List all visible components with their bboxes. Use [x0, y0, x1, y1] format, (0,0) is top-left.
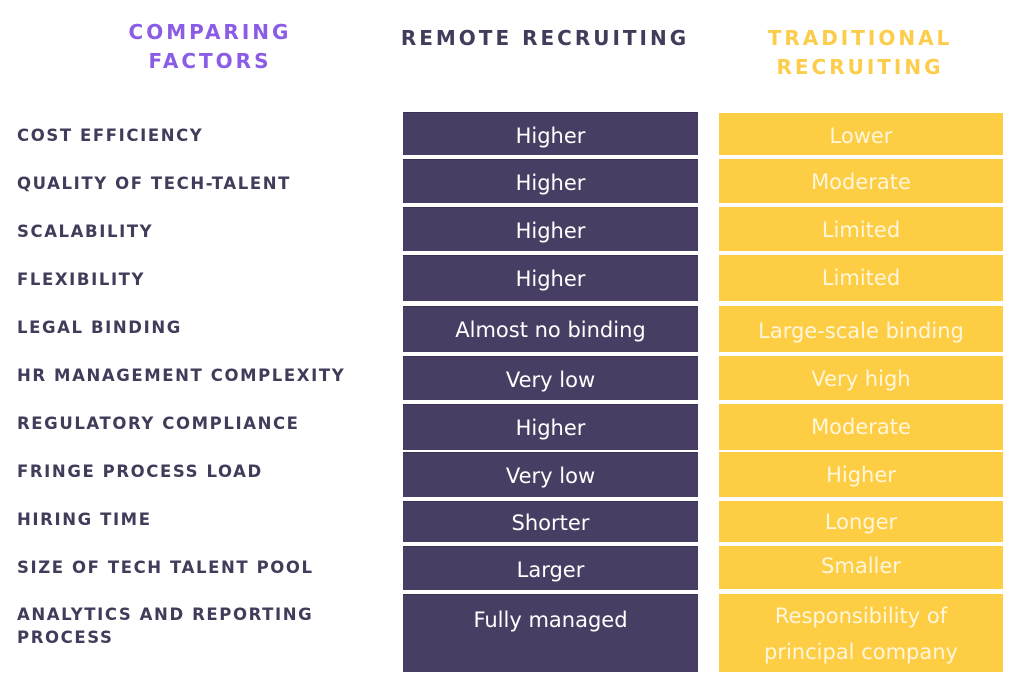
factor-label: LEGAL BINDING — [17, 318, 182, 337]
factor-label: FLEXIBILITY — [17, 270, 146, 289]
remote-recruiting-header: REMOTE RECRUITING — [400, 26, 690, 50]
traditional-cell: Limited — [719, 207, 1003, 251]
traditional-cell: Moderate — [719, 404, 1003, 450]
factor-label: FRINGE PROCESS LOAD — [17, 462, 263, 481]
traditional-cell: Limited — [719, 255, 1003, 301]
remote-cell: Higher — [403, 159, 698, 203]
factor-label: QUALITY OF TECH-TALENT — [17, 174, 291, 193]
remote-cell: Higher — [403, 112, 698, 155]
factor-label: ANALYTICS AND REPORTING PROCESS — [17, 605, 314, 647]
remote-cell: Higher — [403, 207, 698, 251]
remote-cell: Very low — [403, 356, 698, 400]
traditional-recruiting-header: TRADITIONAL RECRUITING — [767, 26, 953, 79]
remote-cell: Almost no binding — [403, 306, 698, 352]
remote-cell: Shorter — [403, 501, 698, 542]
remote-cell: Higher — [403, 255, 698, 301]
traditional-cell: Lower — [719, 113, 1003, 155]
traditional-cell: Large-scale binding — [719, 306, 1003, 352]
traditional-cell: Smaller — [719, 546, 1003, 589]
traditional-cell: Longer — [719, 501, 1003, 542]
remote-cell: Very low — [403, 452, 698, 497]
factor-label: SIZE OF TECH TALENT POOL — [17, 558, 314, 577]
factor-label: SCALABILITY — [17, 222, 154, 241]
traditional-cell: Moderate — [719, 159, 1003, 203]
factors-header: COMPARING FACTORS — [128, 20, 292, 73]
traditional-cell: Very high — [719, 356, 1003, 400]
traditional-cell: Responsibility of principal company — [719, 594, 1003, 672]
factor-label: HR MANAGEMENT COMPLEXITY — [17, 366, 346, 385]
remote-cell: Larger — [403, 546, 698, 590]
remote-cell: Fully managed — [403, 594, 698, 672]
factor-label: HIRING TIME — [17, 510, 152, 529]
factor-label: REGULATORY COMPLIANCE — [17, 414, 300, 433]
remote-cell: Higher — [403, 404, 698, 450]
traditional-cell: Higher — [719, 452, 1003, 497]
factor-label: COST EFFICIENCY — [17, 126, 204, 145]
